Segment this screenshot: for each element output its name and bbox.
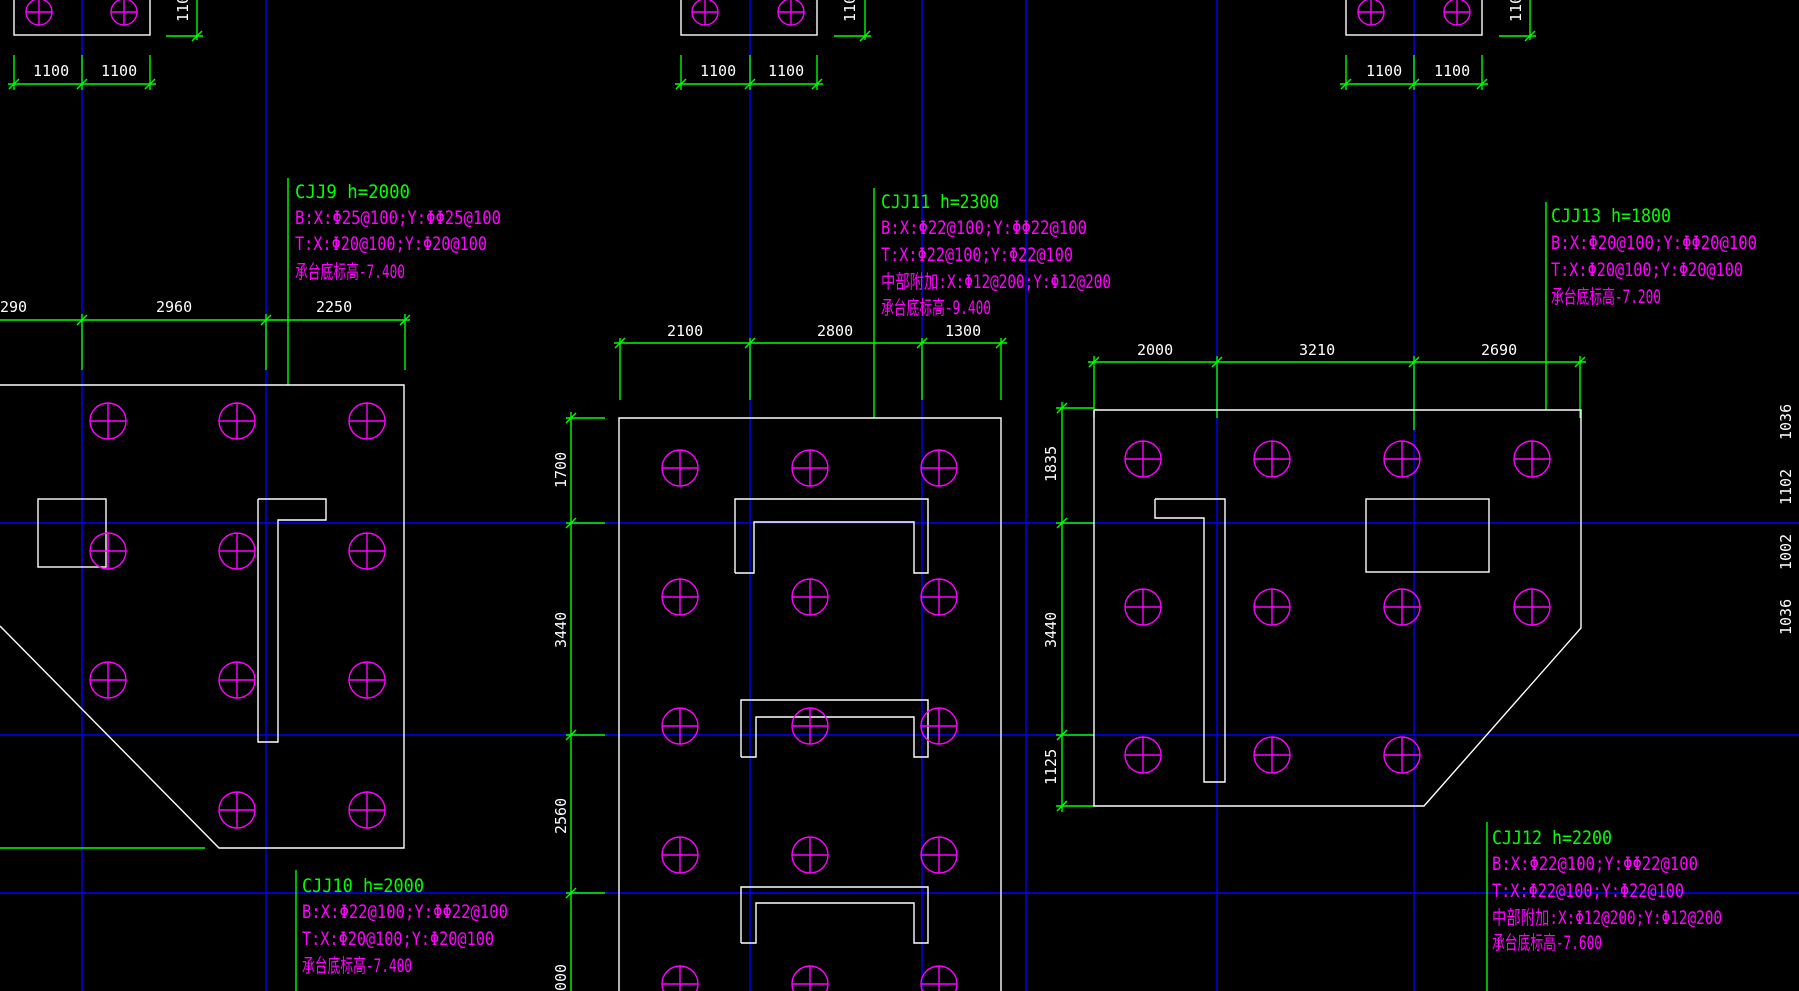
pile-circle-cross-icon [1357, 0, 1471, 26]
label-cjj12[interactable]: CJJ12 h=2200 B:X:Φ22@100;Y:ΦΦ22@100 T:X:… [1492, 827, 1722, 954]
cap-bottom-elevation: 承台底标高-9.400 [881, 297, 991, 319]
cap-cjj9[interactable] [0, 384, 405, 849]
cap-bottom-elevation: 承台底标高-7.200 [1551, 286, 1661, 308]
label-cjj13[interactable]: CJJ13 h=1800 B:X:Φ20@100;Y:ΦΦ20@100 T:X:… [1551, 205, 1757, 308]
dim-text: 2800 [817, 322, 853, 340]
dim-text: 2960 [156, 298, 192, 316]
dim-text: 1002 [1777, 534, 1795, 570]
pile-circle-cross-icon [1124, 440, 1551, 774]
top-rebar-spec: T:X:Φ20@100;Y:Φ20@100 [295, 233, 487, 255]
middle-rebar-spec: 中部附加:X:Φ12@200;Y:Φ12@200 [1492, 907, 1722, 929]
bottom-rebar-spec: B:X:Φ22@100;Y:ΦΦ22@100 [1492, 853, 1698, 875]
top-rebar-spec: T:X:Φ22@100;Y:Φ22@100 [1492, 880, 1684, 902]
top-right-cap[interactable] [1345, 0, 1483, 36]
cap-title: CJJ10 h=2000 [302, 875, 424, 897]
cap-cjj11[interactable] [618, 417, 1002, 991]
dim-text: 1036 [1777, 599, 1795, 635]
pile-circle-cross-icon [691, 0, 805, 26]
cap-title: CJJ13 h=1800 [1551, 205, 1671, 227]
dim-text: 3440 [552, 612, 570, 648]
dimension-lines [0, 0, 1586, 991]
dim-text: 000 [552, 964, 570, 991]
dim-text: 2690 [1481, 341, 1517, 359]
dim-text: 1100 [768, 62, 804, 80]
middle-rebar-spec: 中部附加:X:Φ12@200;Y:Φ12@200 [881, 271, 1111, 293]
top-rebar-spec: T:X:Φ22@100;Y:Φ22@100 [881, 244, 1073, 266]
pile-circle-cross-icon [89, 402, 386, 829]
dim-text: 110 [841, 0, 859, 22]
dim-text: 1100 [1366, 62, 1402, 80]
dim-text: 110 [174, 0, 192, 22]
dim-text: 1036 [1777, 404, 1795, 440]
dim-text: 1700 [552, 452, 570, 488]
dim-text: 1300 [945, 322, 981, 340]
label-cjj11[interactable]: CJJ11 h=2300 B:X:Φ22@100;Y:ΦΦ22@100 T:X:… [881, 191, 1111, 319]
bottom-rebar-spec: B:X:Φ22@100;Y:ΦΦ22@100 [881, 217, 1087, 239]
dim-text: 2000 [1137, 341, 1173, 359]
pile-circle-cross-icon [661, 449, 958, 991]
dim-text: 3210 [1299, 341, 1335, 359]
cap-bottom-elevation: 承台底标高-7.400 [302, 955, 412, 977]
top-rebar-spec: T:X:Φ20@100;Y:Φ20@100 [302, 928, 494, 950]
dim-text: 110 [1507, 0, 1525, 22]
pile-circle-cross-icon [25, 0, 138, 26]
label-cjj9[interactable]: CJJ9 h=2000 B:X:Φ25@100;Y:ΦΦ25@100 T:X:Φ… [295, 181, 501, 283]
dim-text: 290 [0, 298, 27, 316]
top-mid-cap[interactable] [680, 0, 818, 36]
cap-title: CJJ9 h=2000 [295, 181, 410, 203]
dim-text: 1125 [1042, 749, 1060, 785]
bottom-rebar-spec: B:X:Φ22@100;Y:ΦΦ22@100 [302, 901, 508, 923]
dim-text: 1100 [101, 62, 137, 80]
dim-text: 1100 [33, 62, 69, 80]
top-left-cap[interactable] [13, 0, 151, 36]
dim-text: 1102 [1777, 469, 1795, 505]
dim-text: 3440 [1042, 612, 1060, 648]
dim-text: 2250 [316, 298, 352, 316]
dim-text: 1100 [1434, 62, 1470, 80]
dim-text: 1100 [700, 62, 736, 80]
dim-text: 1835 [1042, 446, 1060, 482]
bottom-rebar-spec: B:X:Φ25@100;Y:ΦΦ25@100 [295, 207, 501, 229]
label-cjj10[interactable]: CJJ10 h=2000 B:X:Φ22@100;Y:ΦΦ22@100 T:X:… [302, 875, 508, 977]
cap-cjj13[interactable] [1093, 409, 1582, 807]
bottom-rebar-spec: B:X:Φ20@100;Y:ΦΦ20@100 [1551, 232, 1757, 254]
cap-title: CJJ11 h=2300 [881, 191, 999, 213]
top-rebar-spec: T:X:Φ20@100;Y:Φ20@100 [1551, 259, 1743, 281]
cap-bottom-elevation: 承台底标高-7.400 [295, 261, 405, 283]
dim-text: 2100 [667, 322, 703, 340]
cap-bottom-elevation: 承台底标高-7.600 [1492, 932, 1602, 954]
dim-text: 2560 [552, 798, 570, 834]
cap-title: CJJ12 h=2200 [1492, 827, 1612, 849]
